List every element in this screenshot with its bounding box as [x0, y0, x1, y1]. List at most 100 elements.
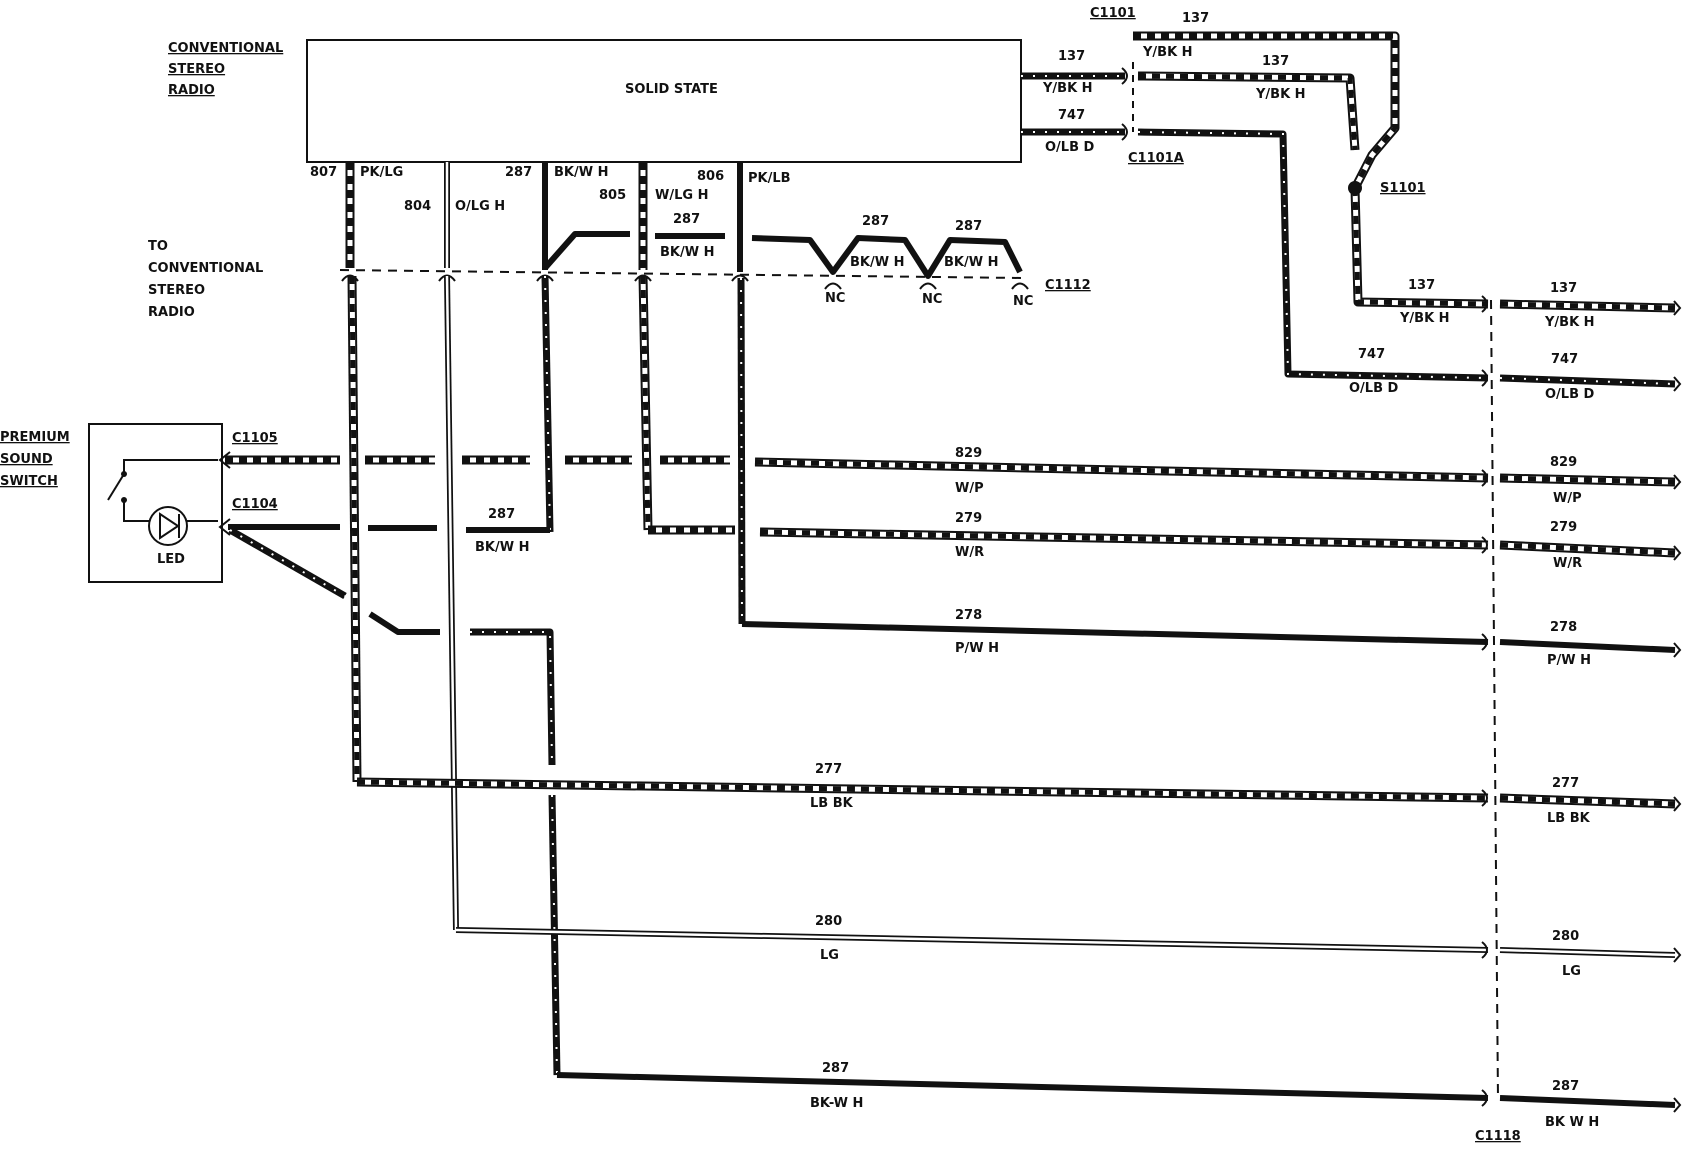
end-wire-277-circuit: 277 [1552, 776, 1579, 791]
c1118-829-tip [1481, 469, 1488, 487]
wire-137-mid-circuit: 137 [1408, 278, 1435, 293]
c1101-137-tip [1121, 67, 1128, 85]
end-cap-747 [1673, 376, 1682, 392]
end-wire-279-color: W/R [1553, 556, 1582, 571]
to-radio-note: TO CONVENTIONAL STEREO RADIO [148, 239, 263, 320]
jumper-3-circuit: 287 [955, 219, 982, 234]
wire-280-color: LG [820, 948, 839, 963]
wire-137-mid-color: Y/BK H [1399, 311, 1450, 326]
connector-c1112-label: C1112 [1045, 278, 1091, 293]
switch-heading-line-3: SWITCH [0, 474, 58, 489]
wire-287-bottom-circuit: 287 [822, 1061, 849, 1076]
jumper-287-c [751, 235, 1023, 279]
connector-c1101a-label: C1101A [1128, 151, 1184, 166]
end-wire-278-color: P/W H [1547, 653, 1591, 668]
end-wire-277-stripes [1499, 795, 1676, 807]
splice-s1101-dot [1348, 181, 1362, 195]
connector-c1105-label: C1105 [232, 431, 278, 446]
end-wire-280-circuit: 280 [1552, 929, 1579, 944]
pin-287-color: BK/W H [554, 165, 608, 180]
pin-804-circuit: 804 [404, 199, 431, 214]
wire-137-right-color: Y/BK H [1255, 87, 1306, 102]
end-wire-277-color: LB BK [1547, 811, 1591, 826]
wire-279-color: W/R [955, 545, 984, 560]
wire-287-jog-b-dots [470, 631, 553, 766]
c1101-747-tip [1121, 123, 1128, 141]
jumper-1-color: BK/W H [660, 245, 714, 260]
jumper-2-color: BK/W H [850, 255, 904, 270]
wire-829-main-stripes [754, 459, 1489, 481]
wire-747-mid-dots [1137, 131, 1489, 379]
jumper-1-circuit: 287 [673, 212, 700, 227]
c1112-nc-pin-3 [1011, 282, 1029, 290]
c1118-279-tip [1481, 536, 1488, 554]
c1118-280-tip [1481, 941, 1488, 959]
wire-287-vertical-a [541, 275, 554, 533]
wire-137-top [1137, 71, 1360, 151]
c1112-nc-pin-2 [919, 282, 937, 290]
wire-747-mid-color: O/LB D [1349, 381, 1399, 396]
c1112-pin-1 [341, 274, 359, 282]
wire-280-circuit: 280 [815, 914, 842, 929]
led-icon [148, 506, 188, 546]
pin-804-color: O/LG H [455, 199, 505, 214]
c1118-dashed-line [1490, 299, 1499, 1101]
c1118-137-tip [1481, 295, 1488, 313]
wire-829-circuit: 829 [955, 446, 982, 461]
end-wire-279-circuit: 279 [1550, 520, 1577, 535]
pin-287-circuit: 287 [505, 165, 532, 180]
wire-747-mid [1137, 128, 1489, 382]
led-label: LED [157, 552, 185, 567]
pin-807-circuit: 807 [310, 165, 337, 180]
wire-switch-diagonal [228, 526, 347, 600]
connector-c1118-label: C1118 [1475, 1129, 1521, 1144]
end-cap-137 [1673, 300, 1682, 316]
wire-287-lower-vertical [548, 794, 561, 1076]
wire-137-end-color: Y/BK H [1544, 315, 1595, 330]
radio-heading-line-3: RADIO [168, 83, 215, 98]
wire-278-color: P/W H [955, 641, 999, 656]
led-diode-icon [159, 512, 180, 540]
connector-c1101-label: C1101 [1090, 6, 1136, 21]
end-cap-278 [1673, 642, 1682, 658]
wire-747-mid-circuit: 747 [1358, 347, 1385, 362]
switch-pivot-icon [121, 471, 127, 477]
c1112-pin-2 [438, 274, 456, 282]
wire-137-loop-stripes [1133, 33, 1398, 190]
wire-137-top-color: Y/BK H [1142, 45, 1193, 60]
switch-contact-icon [107, 473, 125, 501]
radio-box [306, 39, 1022, 163]
wire-279-circuit: 279 [955, 511, 982, 526]
radio-body-text: SOLID STATE [625, 82, 718, 97]
wire-287-bottom-main [556, 1072, 1489, 1101]
wire-278-main [741, 621, 1489, 645]
wire-287-jog-b [470, 628, 556, 766]
wire-280-main-core [455, 928, 1489, 952]
premium-sound-switch: PREMIUM SOUND SWITCH LED [0, 423, 223, 583]
end-wire-829-color: W/P [1553, 491, 1582, 506]
c1104-tip [218, 518, 231, 536]
wire-804-vertical-core [445, 275, 458, 931]
wire-747-radio-color: O/LB D [1045, 140, 1095, 155]
c1118-277-tip [1481, 789, 1488, 807]
pin-807-color: PK/LG [360, 165, 403, 180]
wire-747-end-color: O/LB D [1545, 387, 1595, 402]
c1118-287-tip [1481, 1089, 1488, 1107]
wire-137-loop-circuit: 137 [1182, 11, 1209, 26]
end-cap-277 [1673, 796, 1682, 812]
end-wire-280-color: LG [1562, 964, 1581, 979]
to-radio-line-4: RADIO [148, 305, 195, 320]
wire-747-end-circuit: 747 [1551, 352, 1578, 367]
wire-279-main-stripes [759, 529, 1489, 548]
c1112-pin-4 [634, 274, 652, 282]
wire-287-switch-circuit: 287 [488, 507, 515, 522]
c1118-278-tip [1481, 633, 1488, 651]
wire-287-switch-color: BK/W H [475, 540, 529, 555]
c1112-dashed-line [339, 269, 1023, 279]
to-radio-line-1: TO [148, 239, 168, 254]
to-radio-line-2: CONVENTIONAL [148, 261, 263, 276]
end-cap-280 [1673, 947, 1682, 963]
end-cap-829 [1673, 474, 1682, 490]
splice-s1101-label: S1101 [1380, 181, 1426, 196]
